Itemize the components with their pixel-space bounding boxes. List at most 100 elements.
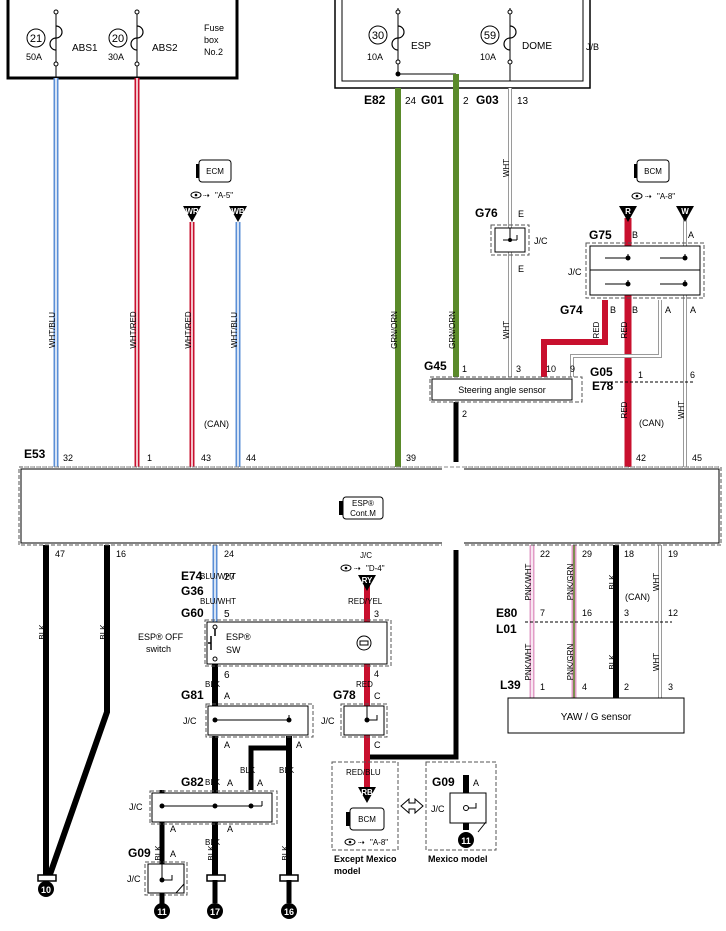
wire-blk-e53-16 [45, 545, 110, 881]
mexico-g09-pin: A [473, 778, 479, 788]
e53-pin-16: 16 [116, 549, 126, 559]
label-blk-5: BLK [207, 845, 216, 861]
fuse-abs1: 21 50A ABS1 [26, 9, 98, 78]
conn-g03: G03 [476, 93, 499, 107]
label-wht-3: WHT [677, 401, 686, 419]
conn-g01: G01 [421, 93, 444, 107]
esp-off-switch-label-1: ESP® OFF [138, 632, 184, 642]
svg-text:⇢: ⇢ [354, 564, 361, 573]
sas-pin-10: 10 [546, 364, 556, 374]
fuse-abs1-number: 21 [30, 33, 42, 45]
esp-sw-name-2: SW [226, 645, 241, 655]
label-wht-blu-1: WHT/BLU [48, 312, 57, 348]
ecm-pin-wr [183, 206, 201, 222]
conn-g78-pin: C [374, 691, 381, 701]
mexico-model-block: G09 A J/C 11 Mexico model [425, 761, 497, 864]
g74-pin-1: B [610, 305, 616, 315]
label-wht-5: WHT [652, 653, 661, 671]
steering-angle-sensor-label: Steering angle sensor [458, 385, 546, 395]
fuse-box-label-2: box [204, 35, 219, 45]
label-red-3: RED [620, 401, 629, 418]
label-wht-1: WHT [502, 159, 511, 177]
label-blk-2: BLK [99, 624, 108, 640]
label-grn-orn-1: GRN/ORN [390, 311, 399, 349]
label-blk-1: BLK [38, 624, 47, 640]
label-blk-3: BLK [608, 574, 617, 590]
conn-g09-pin: A [170, 849, 176, 859]
conn-g81-pin: A [224, 691, 230, 701]
jc-g75: J/C B A B B A A [568, 230, 705, 315]
conn-g76: G76 [475, 206, 498, 220]
g74-pin-3: A [665, 305, 671, 315]
can-label-ecm: (CAN) [204, 419, 229, 429]
mexico-model-label: Mexico model [428, 854, 488, 864]
ground-11: 11 [154, 893, 170, 919]
bcm-bottom-ref: "A-8" [370, 838, 388, 847]
label-blk-6: BLK [281, 845, 290, 861]
bcm-bottom-name: BCM [358, 815, 376, 824]
e80-pin-16: 16 [582, 608, 592, 618]
ecm-ref: "A-5" [215, 191, 233, 200]
l39-pin-1: 1 [540, 682, 545, 692]
jc-g76: J/C [490, 224, 548, 256]
bcm-top-name: BCM [644, 167, 662, 176]
can-label-bcm: (CAN) [639, 418, 664, 428]
conn-g36: G36 [181, 584, 204, 598]
yaw-g-sensor: YAW / G sensor 7 16 3 12 1 4 2 3 [507, 608, 685, 734]
label-wht-red-1: WHT/RED [129, 311, 138, 349]
conn-e80: E80 [496, 606, 518, 620]
jc-d4-label: J/C [360, 551, 372, 560]
g74-pin-4: A [690, 305, 696, 315]
sas-pin-2: 2 [462, 409, 467, 419]
sas-pin-3: 3 [516, 364, 521, 374]
label-blk-7: BLK [154, 845, 163, 861]
fuse-dome-number: 59 [484, 30, 496, 42]
e53-pin-24: 24 [224, 549, 234, 559]
bcm-bottom-block: RB BCM ⇢ "A-8" Except Mexico model [331, 761, 399, 876]
e53-pin-29: 29 [582, 549, 592, 559]
yaw-g-sensor-label: YAW / G sensor [561, 712, 632, 723]
conn-g60: G60 [181, 606, 204, 620]
svg-text:⇢: ⇢ [358, 838, 365, 847]
label-red-4: RED [356, 680, 373, 689]
svg-text:RY: RY [362, 576, 373, 585]
jc-g82: J/C [129, 790, 278, 825]
jc-d4-ref-text: "D-4" [366, 564, 385, 573]
conn-g45: G45 [424, 359, 447, 373]
bcm-bottom-pin [358, 787, 376, 803]
jc-g76-label: J/C [534, 236, 548, 246]
e53-pin-1: 1 [147, 453, 152, 463]
conn-g09: G09 [128, 846, 151, 860]
conn-e53: E53 [24, 447, 46, 461]
label-blk-8: BLK [205, 680, 221, 689]
conn-e74: E74 [181, 569, 203, 583]
sas-pin-9: 9 [570, 364, 575, 374]
label-red-1: RED [592, 321, 601, 338]
conn-g81-pin-b: A [224, 740, 230, 750]
fuse-box-no2: Fuse box No.2 [6, 0, 239, 80]
jb-label: J/B [586, 42, 599, 52]
mexico-jc-label: J/C [431, 804, 445, 814]
fuse-abs2: 20 30A ABS2 [108, 9, 178, 78]
esp-sw-pin-4: 4 [374, 669, 379, 679]
bcm-top-ref: "A-8" [657, 192, 675, 201]
ground-16: 16 [279, 874, 299, 919]
g05-pin-6: 6 [690, 370, 695, 380]
label-red-yel: RED/YEL [348, 597, 383, 606]
label-blu-wht-1: BLU/WHT [200, 572, 236, 581]
l39-pin-2: 2 [624, 682, 629, 692]
fuse-box-label-1: Fuse [204, 23, 224, 33]
eye-icon [631, 192, 643, 200]
svg-text:⇢: ⇢ [203, 191, 210, 200]
conn-g74: G74 [560, 303, 583, 317]
jc-g78: J/C [321, 703, 388, 738]
ground-10: 10 [37, 874, 57, 897]
conn-g75: G75 [589, 228, 612, 242]
conn-g82-pin: A [227, 778, 233, 788]
svg-text:WR: WR [185, 207, 199, 216]
label-grn-orn-2: GRN/ORN [448, 311, 457, 349]
fuse-number-circle [26, 28, 46, 48]
e53-pin-42: 42 [636, 453, 646, 463]
fuse-esp: 30 10A ESP [367, 8, 456, 77]
